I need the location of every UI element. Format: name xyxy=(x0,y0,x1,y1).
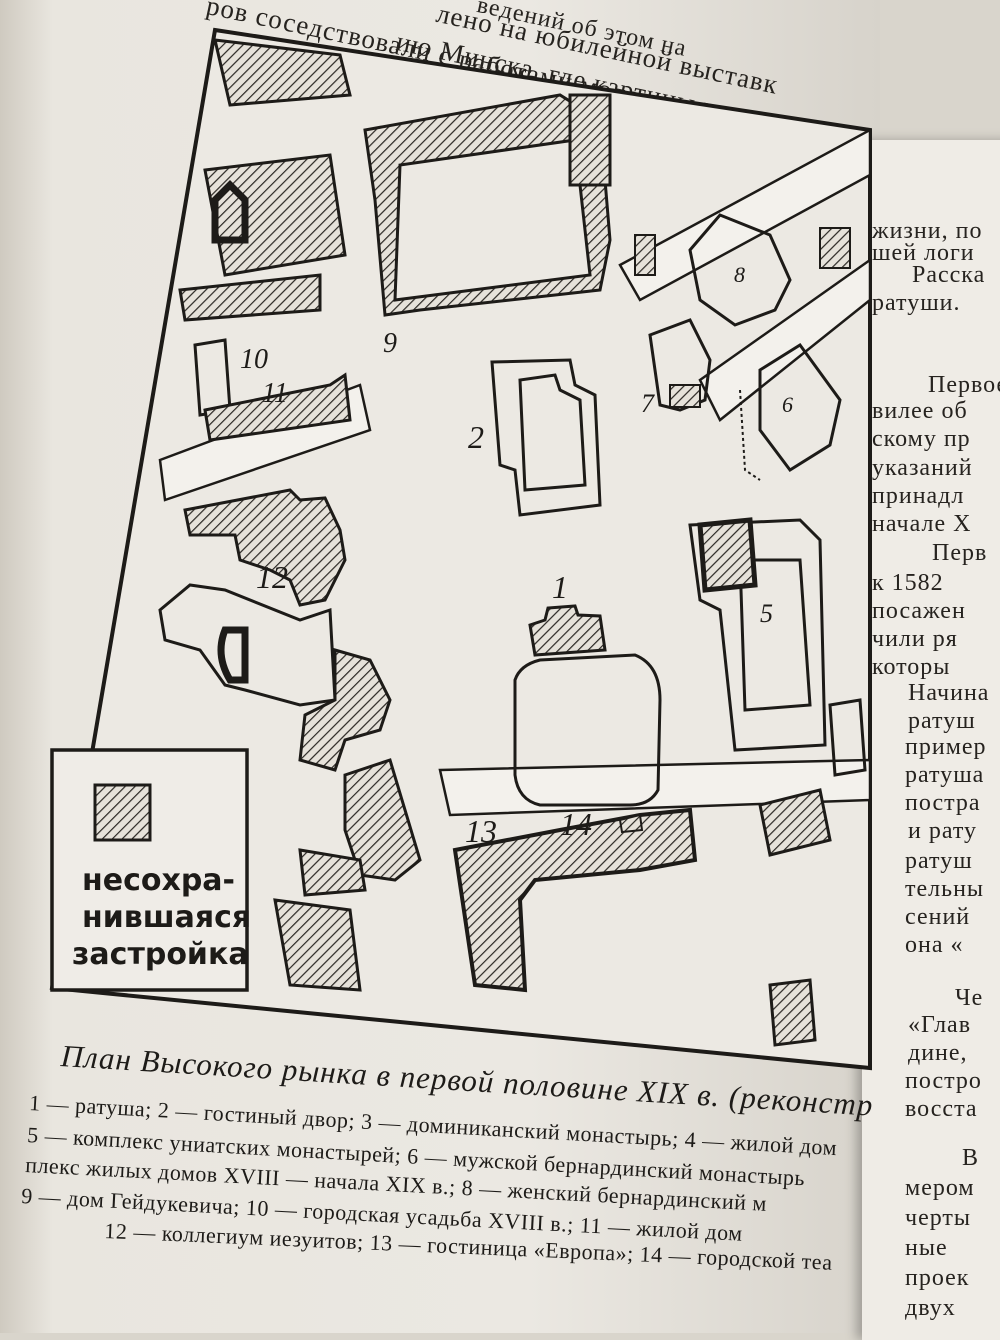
building-14-theatre xyxy=(618,813,644,834)
label-12: 12 xyxy=(256,559,288,595)
building-southeast-2 xyxy=(768,978,817,1047)
right-line: ратуш xyxy=(905,848,973,874)
building-13-hotel-europa xyxy=(452,807,698,993)
building-ne-corner xyxy=(819,227,851,269)
right-line: сений xyxy=(905,904,971,930)
label-9: 9 xyxy=(383,328,397,359)
right-line: черты xyxy=(905,1205,972,1231)
legend-line-2: нившаяся xyxy=(82,900,251,935)
right-line: ратуш xyxy=(908,708,976,734)
label-14: 14 xyxy=(560,806,592,842)
building-north-east xyxy=(568,93,612,187)
right-line: «Глав xyxy=(908,1012,972,1038)
right-line: начале Х xyxy=(872,511,972,537)
right-line: постро xyxy=(905,1068,982,1094)
building-12-wing xyxy=(158,583,337,707)
right-line: пример xyxy=(905,734,987,760)
building-near-8 xyxy=(634,234,656,276)
label-6: 6 xyxy=(782,392,793,417)
building-south-corner xyxy=(273,898,362,992)
building-west-lower xyxy=(298,648,392,772)
market-square xyxy=(513,653,662,807)
building-west-strip xyxy=(178,273,322,322)
legend-hatch-swatch xyxy=(93,783,152,842)
building-1-ratusha xyxy=(528,604,607,657)
building-12-collegium xyxy=(183,488,347,607)
label-7: 7 xyxy=(641,389,655,418)
right-line: дине, xyxy=(908,1040,968,1066)
right-line: тельны xyxy=(905,876,985,902)
right-line: посажен xyxy=(872,598,966,624)
right-line: к 1582 xyxy=(872,570,944,596)
right-line: двух xyxy=(905,1295,956,1321)
label-8: 8 xyxy=(734,262,745,287)
building-11 xyxy=(203,372,352,442)
right-line: принадл xyxy=(872,483,965,509)
map-number-labels: 1 2 5 6 7 8 9 10 11 12 13 14 xyxy=(240,262,793,849)
right-line: она « xyxy=(905,932,964,958)
label-11: 11 xyxy=(262,378,288,409)
right-line: и рату xyxy=(908,818,978,844)
label-5: 5 xyxy=(760,599,773,628)
right-line: ратуши. xyxy=(872,290,961,316)
market-plan-map: 1 2 5 6 7 8 9 10 11 12 13 14 несохра- ни… xyxy=(49,27,872,1071)
street-east xyxy=(698,257,870,422)
label-10: 10 xyxy=(240,344,268,375)
right-line: шей логи xyxy=(872,240,975,266)
building-2-gostiny-dvor xyxy=(490,358,602,517)
building-west-upper xyxy=(203,153,347,277)
building-southwest xyxy=(343,758,422,882)
legend-line-3: застройка xyxy=(72,937,249,972)
building-5-church xyxy=(697,517,758,593)
label-2: 2 xyxy=(468,419,484,455)
right-line: ные xyxy=(905,1235,948,1261)
right-line: указаний xyxy=(872,455,973,481)
church-12 xyxy=(217,626,249,684)
right-line: Начина xyxy=(908,680,990,706)
right-line: постра xyxy=(905,790,981,816)
street-south xyxy=(438,758,870,817)
book-right-page xyxy=(862,140,1000,1340)
right-line: восста xyxy=(905,1096,978,1122)
right-line: жизни, по xyxy=(872,218,983,244)
right-line: Перв xyxy=(932,540,988,566)
right-line: Че xyxy=(955,985,984,1011)
label-13: 13 xyxy=(465,813,497,849)
building-southeast xyxy=(758,788,832,857)
building-7-annex xyxy=(669,384,701,408)
building-8-female-monastery xyxy=(688,213,792,327)
legend-line-1: несохра- xyxy=(82,863,235,898)
right-line: мером xyxy=(905,1175,975,1201)
right-line: ратуша xyxy=(905,762,985,788)
right-line: которы xyxy=(872,654,951,680)
right-line: скому пр xyxy=(872,426,971,452)
church-west-upper xyxy=(211,180,249,244)
building-4 xyxy=(828,698,867,777)
right-line: Первое xyxy=(928,372,1000,398)
fence-6 xyxy=(739,389,761,481)
right-line: Расска xyxy=(912,262,986,288)
right-line: вилее об xyxy=(872,398,968,424)
building-5-uniate-complex xyxy=(688,518,827,752)
right-line: чили ря xyxy=(872,626,958,652)
street-northeast xyxy=(618,127,870,302)
right-line: В xyxy=(962,1145,980,1171)
building-southwest-2 xyxy=(298,848,367,897)
label-1: 1 xyxy=(552,569,568,605)
building-6-male-monastery xyxy=(758,342,842,473)
building-top-left xyxy=(213,38,352,107)
building-7 xyxy=(648,318,712,412)
right-line: проек xyxy=(905,1265,970,1291)
